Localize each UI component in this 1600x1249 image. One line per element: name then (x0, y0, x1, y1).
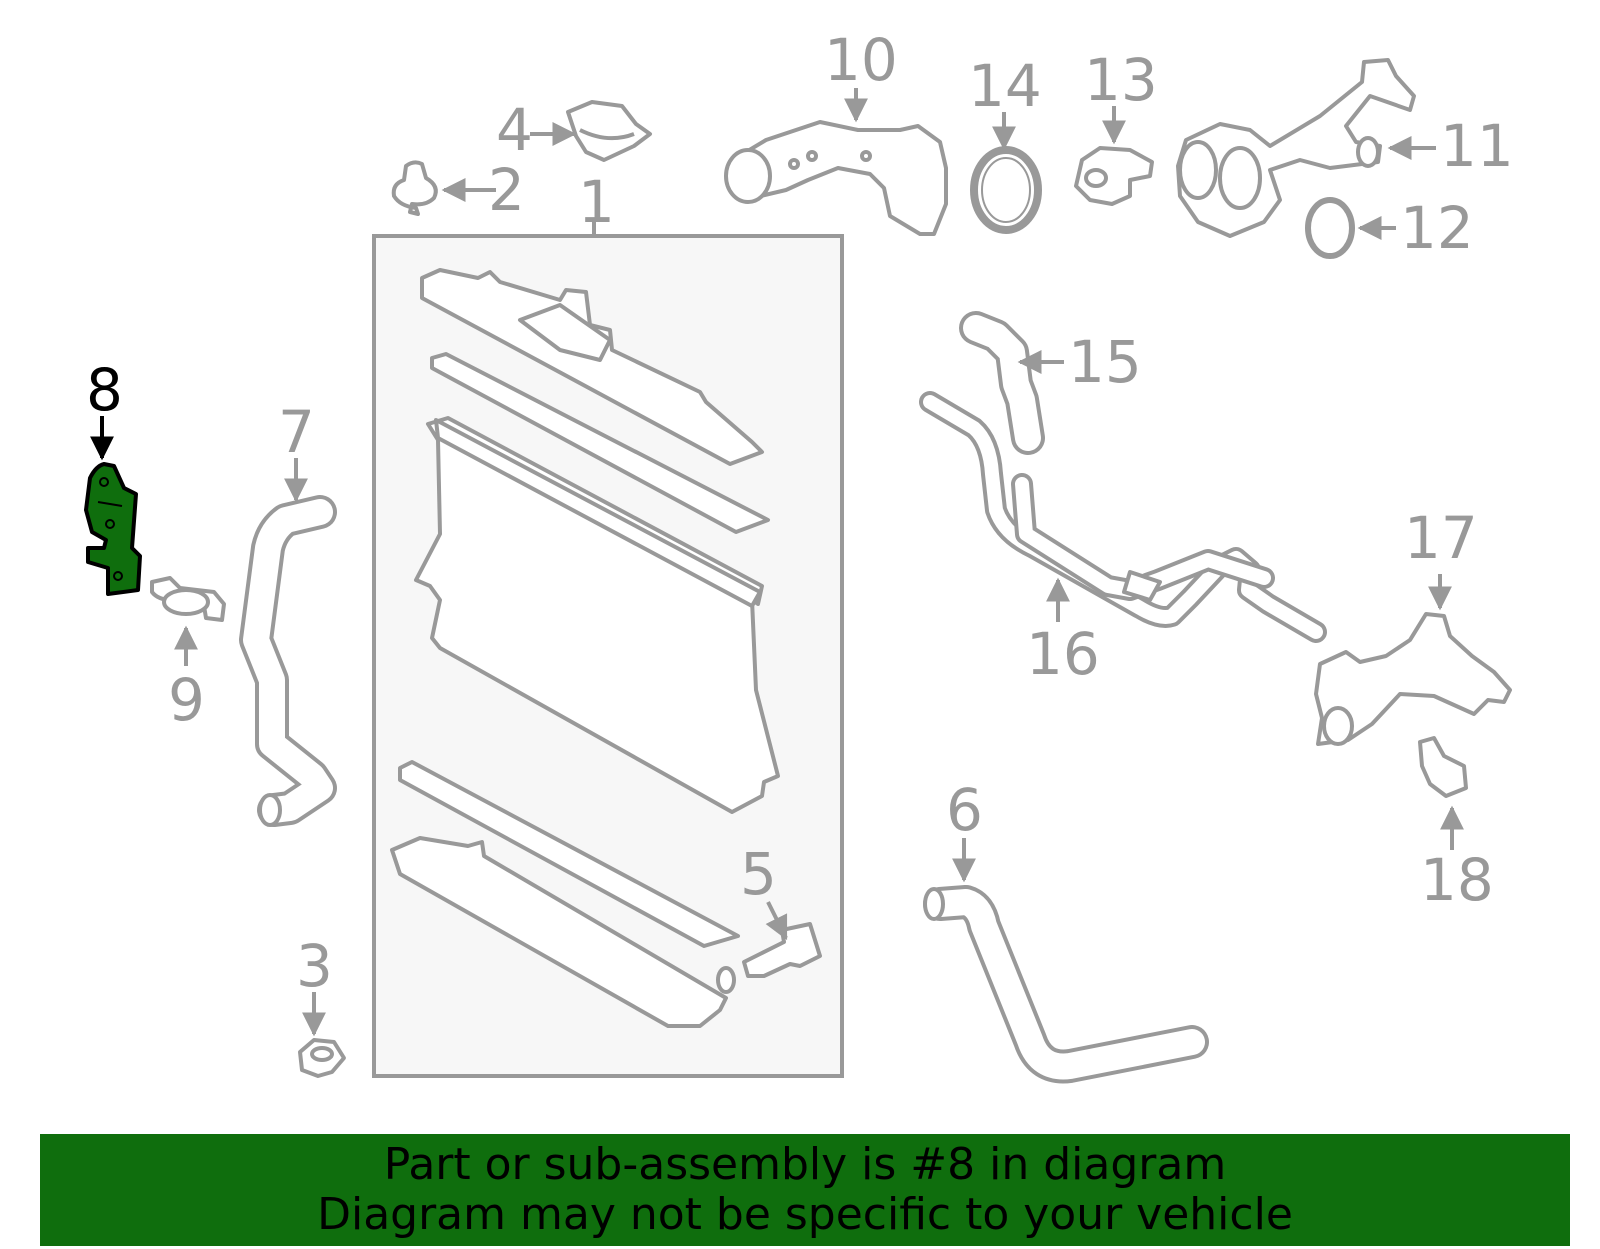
part-16-water-pipe[interactable] (919, 391, 1327, 643)
callout-9: 9 (168, 666, 205, 734)
callout-4: 4 (496, 96, 533, 164)
part-6-lower-hose[interactable] (923, 838, 1209, 1084)
callout-17: 17 (1404, 504, 1478, 572)
callout-7: 7 (278, 398, 315, 466)
part-2-clip[interactable] (391, 160, 496, 216)
callout-2: 2 (488, 156, 525, 224)
callout-16: 16 (1026, 620, 1100, 688)
part-7-upper-hose[interactable] (239, 458, 337, 827)
part-9-clamp[interactable] (150, 576, 226, 666)
banner-line-part: Part or sub-assembly is #8 in diagram (383, 1139, 1227, 1190)
part-11-water-inlet[interactable] (1176, 58, 1436, 238)
banner-line-disclaimer: Diagram may not be specific to your vehi… (317, 1189, 1293, 1240)
part-12-o-ring[interactable] (1305, 197, 1396, 259)
callout-6: 6 (946, 776, 983, 844)
part-8-bracket[interactable] (84, 416, 142, 596)
callout-10: 10 (824, 26, 898, 94)
info-banner: Part or sub-assembly is #8 in diagram Di… (40, 1134, 1570, 1246)
callout-12: 12 (1400, 194, 1474, 262)
callout-1: 1 (578, 168, 615, 236)
part-5-sensor[interactable] (742, 901, 822, 978)
parts-diagram: 1 2 3 4 5 6 7 8 9 10 11 12 13 14 15 16 1… (84, 26, 1514, 1084)
part-3-cushion[interactable] (298, 992, 346, 1078)
callout-11: 11 (1440, 112, 1514, 180)
part-18-sensor[interactable] (1418, 736, 1468, 850)
callout-8: 8 (86, 356, 123, 424)
callout-15: 15 (1068, 328, 1142, 396)
part-10-water-outlet[interactable] (724, 88, 948, 236)
callout-18: 18 (1420, 846, 1494, 914)
part-1-radiator-assembly[interactable] (372, 222, 844, 1078)
part-4-radiator-cap[interactable] (530, 100, 652, 162)
part-15-bypass-hose[interactable] (959, 311, 1064, 455)
callout-3: 3 (296, 932, 333, 1000)
callout-5: 5 (740, 840, 777, 908)
part-17-water-housing[interactable] (1314, 574, 1512, 746)
callout-13: 13 (1084, 46, 1158, 114)
callout-14: 14 (968, 52, 1042, 120)
part-13-thermostat[interactable] (1074, 106, 1154, 206)
part-14-gasket[interactable] (970, 112, 1042, 234)
